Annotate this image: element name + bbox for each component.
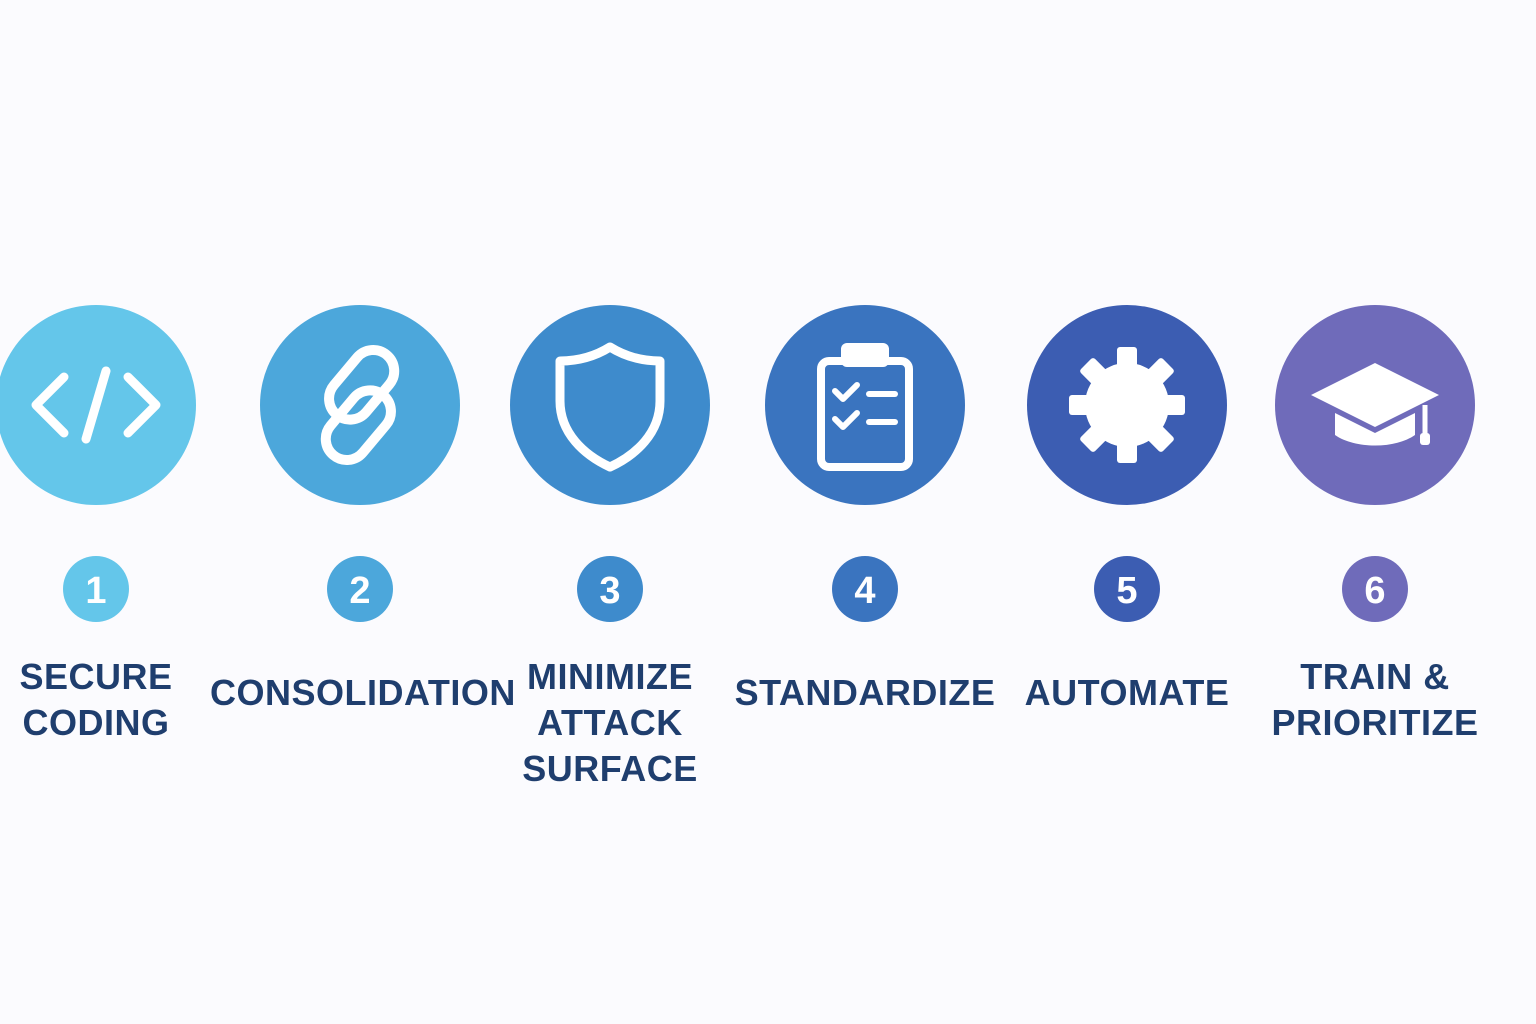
chain-link-icon [320,344,400,466]
step-label: STANDARDIZE [734,672,996,713]
step-label: SECURE CODING [19,656,173,743]
clipboard-checklist-icon [817,343,913,471]
step-label: CONSOLIDATION [210,672,516,713]
step-2-number-circle [327,556,393,622]
step-6-number-circle [1342,556,1408,622]
step-1: 1 [0,305,196,622]
step-3-number-circle [577,556,643,622]
step-4-icon-circle [765,305,965,505]
step-label: TRAIN & PRIORITIZE [1271,656,1479,743]
step-label: MINIMIZE ATTACK SURFACE [522,656,698,789]
step-2-icon-circle [260,305,460,505]
step-2: 2 [260,305,460,622]
gear-icon [1069,347,1185,463]
step-4-number-circle [832,556,898,622]
step-number: 2 [349,570,370,612]
step-label: AUTOMATE [1024,672,1230,713]
step-number: 6 [1364,570,1385,612]
code-icon [31,366,161,444]
step-number: 3 [599,570,620,612]
shield-icon [555,342,665,472]
step-6: 6 [1275,305,1475,622]
step-number: 4 [854,570,875,612]
step-3-icon-circle [510,305,710,505]
step-5: 5 [1027,305,1227,622]
graduation-cap-icon [1311,363,1439,446]
step-3: 3 [510,305,710,622]
step-1-number-circle [63,556,129,622]
step-number: 1 [85,570,106,612]
step-5-number-circle [1094,556,1160,622]
step-number: 5 [1116,570,1137,612]
step-4: 4 [765,305,965,622]
